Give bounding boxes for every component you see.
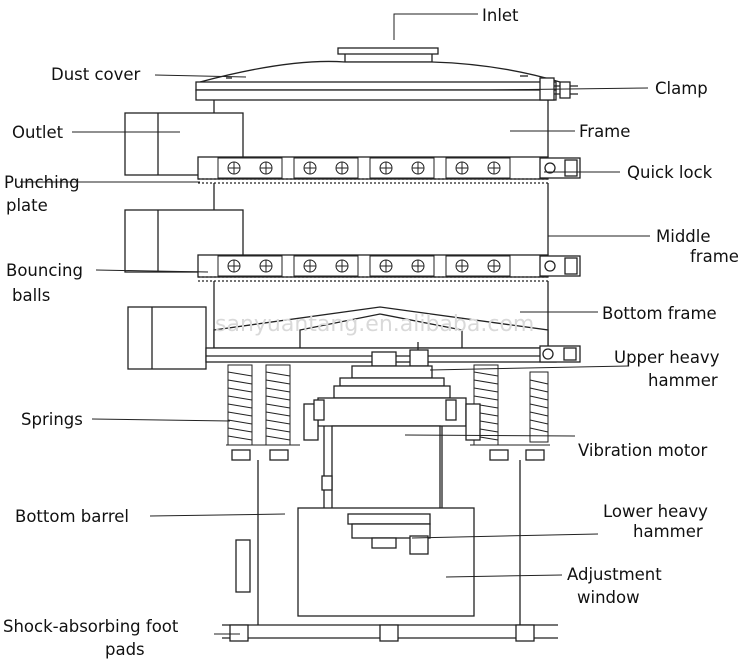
label-foot-pads-2: pads — [105, 640, 145, 659]
label-frame: Frame — [579, 122, 631, 141]
inlet-part — [337, 47, 439, 63]
quick-lock-part-2 — [539, 255, 581, 277]
bottom-barrel-part — [231, 449, 545, 625]
foot-pads-part — [222, 624, 558, 642]
label-bouncing-balls-1: Bouncing — [6, 261, 83, 280]
vibration-motor-part — [303, 385, 481, 515]
watermark-text: sanyuantang.en.alibaba.com — [215, 312, 535, 337]
label-middle-frame-1: Middle — [656, 227, 711, 246]
label-upper-heavy-hammer-1: Upper heavy — [614, 348, 720, 367]
label-quick-lock: Quick lock — [627, 163, 713, 182]
label-punching-plate-2: plate — [6, 196, 48, 215]
ring-2-holes — [217, 255, 511, 277]
upper-heavy-hammer-part — [339, 342, 445, 387]
label-upper-heavy-hammer-2: hammer — [648, 371, 718, 390]
label-punching-plate-1: Punching — [4, 173, 80, 192]
leader-lines — [20, 13, 650, 635]
label-dust-cover: Dust cover — [51, 65, 141, 84]
middle-frame-part — [213, 183, 549, 255]
springs-part — [226, 364, 550, 446]
label-vibration-motor: Vibration motor — [578, 441, 708, 460]
label-bottom-barrel: Bottom barrel — [15, 507, 130, 526]
label-outlet: Outlet — [12, 123, 64, 142]
quick-lock-part-1 — [539, 157, 581, 179]
ring-1-holes — [217, 157, 511, 179]
outlet-part-1 — [124, 112, 244, 176]
label-bottom-frame: Bottom frame — [602, 304, 717, 323]
dust-cover-part — [195, 60, 561, 101]
label-springs: Springs — [21, 410, 83, 429]
lower-heavy-hammer-part — [347, 513, 431, 555]
label-adjustment-window-1: Adjustment — [567, 565, 662, 584]
label-inlet: Inlet — [482, 6, 519, 25]
screen-ring-1 — [197, 156, 549, 184]
label-clamp: Clamp — [655, 79, 708, 98]
label-foot-pads-1: Shock-absorbing foot — [3, 617, 179, 636]
label-adjustment-window-2: window — [577, 588, 640, 607]
screen-ring-2 — [197, 254, 549, 282]
label-lower-heavy-hammer-1: Lower heavy — [603, 502, 708, 521]
bottom-cone — [213, 306, 549, 349]
label-middle-frame-2: frame — [690, 247, 739, 266]
label-bouncing-balls-2: balls — [12, 286, 51, 305]
label-lower-heavy-hammer-2: hammer — [633, 522, 703, 541]
outlet-part-3 — [127, 306, 207, 370]
top-frame-part — [213, 100, 549, 157]
